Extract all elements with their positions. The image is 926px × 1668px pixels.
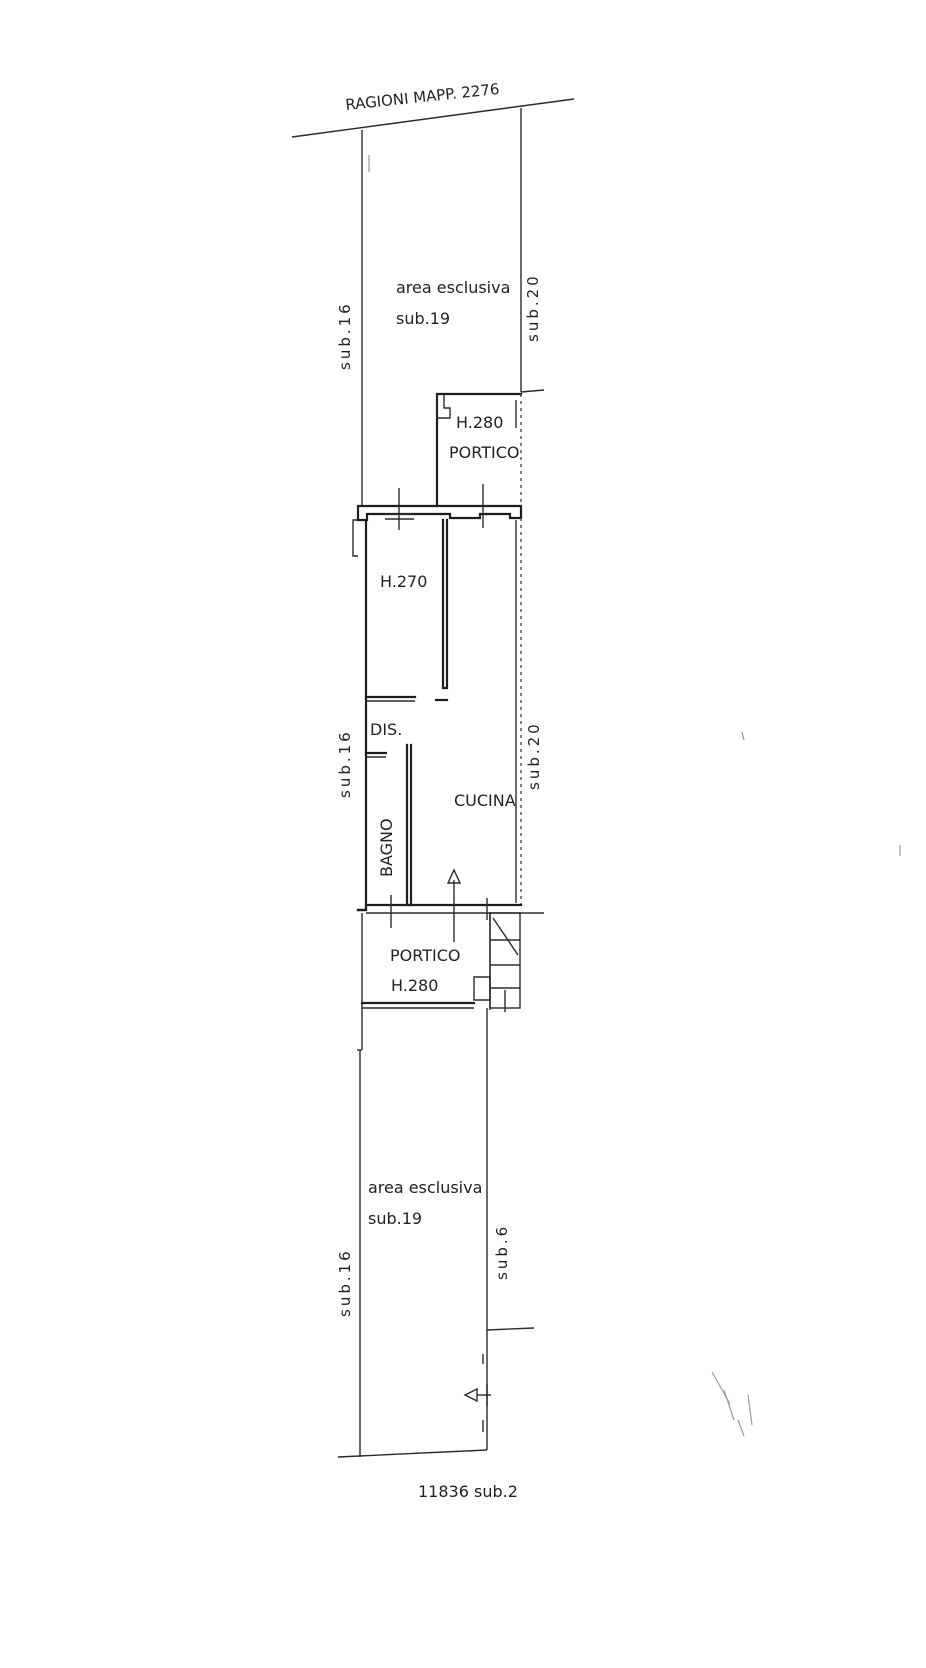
gate-arrow-icon (463, 1384, 491, 1406)
bottom-portico (360, 912, 544, 1050)
right-side-label-mid: sub.20 (525, 721, 543, 790)
top-boundary-line (291, 98, 575, 138)
bottom-portico-column (473, 976, 491, 1001)
bottom-portico-height: H.280 (391, 976, 438, 995)
left-side-label-mid: sub.16 (336, 729, 354, 798)
cucina-label: CUCINA (454, 791, 516, 810)
stairs-diagonal (492, 917, 519, 956)
left-side-label-bottom: sub.16 (336, 1248, 354, 1317)
building-top-wall (356, 504, 523, 522)
top-area-label-2: sub.19 (396, 309, 450, 328)
dis-label: DIS. (370, 720, 402, 739)
top-portico-height: H.280 (456, 413, 503, 432)
top-area-label-1: area esclusiva (396, 278, 510, 297)
scan-specks (711, 731, 901, 1437)
partition-vertical (441, 518, 449, 690)
entrance-arrow-icon (446, 868, 462, 884)
top-portico-column (436, 394, 451, 419)
top-exclusive-area (291, 98, 575, 507)
bottom-exclusive-area (337, 1008, 535, 1458)
bottom-area-neighbor (486, 1327, 535, 1331)
room-height-label: H.270 (380, 572, 427, 591)
bagno-label: BAGNO (377, 818, 396, 877)
left-side-label-top: sub.16 (336, 301, 354, 370)
right-side-label-bottom: sub.6 (493, 1224, 511, 1280)
top-portico (435, 392, 523, 506)
bottom-boundary-line (337, 1449, 488, 1458)
building-left-wall (356, 518, 368, 912)
right-side-label-top: sub.20 (524, 273, 542, 342)
bottom-portico-label: PORTICO (390, 946, 460, 965)
main-building (352, 484, 523, 942)
bottom-boundary-label: 11836 sub.2 (418, 1482, 518, 1501)
top-portico-label: PORTICO (449, 443, 519, 462)
top-boundary-label: RAGIONI MAPP. 2276 (345, 80, 501, 114)
left-wall-jog (352, 519, 358, 557)
partition-bagno-right (405, 743, 413, 907)
right-neighbor-line (520, 389, 545, 393)
bottom-area-label-2: sub.19 (368, 1209, 422, 1228)
building-bottom-wall (356, 903, 523, 912)
bottom-area-label-1: area esclusiva (368, 1178, 482, 1197)
